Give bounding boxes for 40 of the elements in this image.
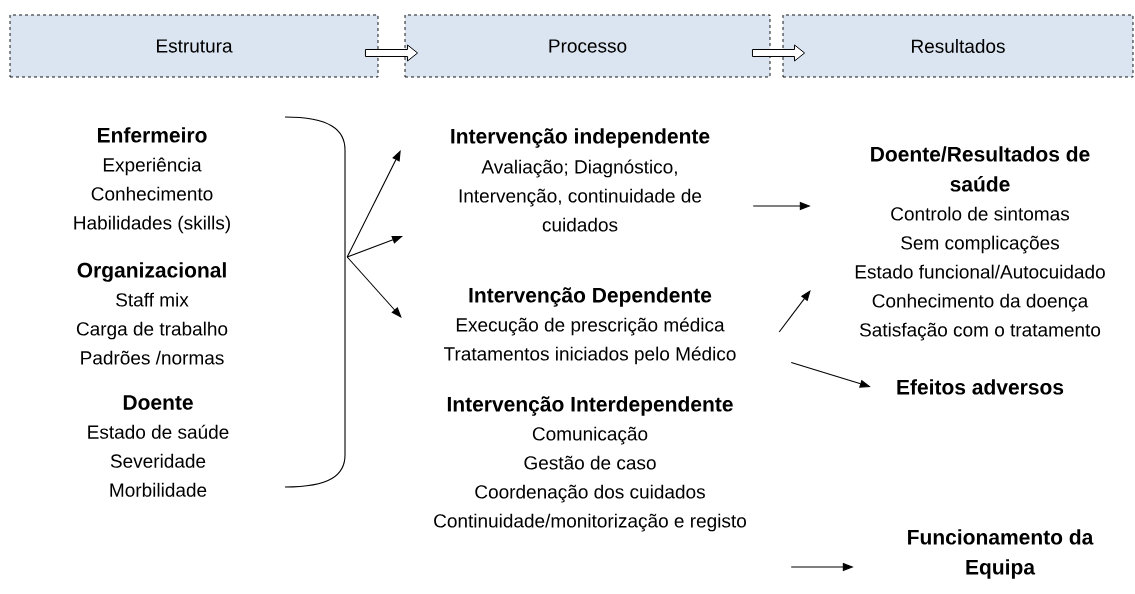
list-item: Staff mix	[116, 292, 189, 307]
stage-box: Estrutura	[9, 14, 379, 78]
arrow	[778, 290, 811, 333]
heading-text: Doente/Resultados de saúde	[871, 146, 1090, 192]
list-item: Tratamentos iniciados pelo Médico	[444, 346, 736, 365]
list-item: Estado de saúde	[88, 424, 229, 439]
heading-text: Funcionamento da Equipa	[908, 529, 1094, 579]
heading-text: Doente	[123, 395, 193, 410]
list-item: Padrões /normas	[81, 350, 224, 365]
list-item: Habilidades (skills)	[74, 215, 230, 234]
block-arrow	[364, 44, 419, 62]
arrow	[346, 256, 402, 318]
list-item: Coordenação dos cuidados	[475, 484, 705, 503]
arrow	[346, 235, 403, 258]
heading-text: Intervenção Dependente	[469, 287, 712, 307]
heading-text: Organizacional	[77, 262, 226, 282]
list-item: Comunicação	[532, 426, 648, 445]
stage-box: Processo	[404, 14, 771, 78]
block-arrow	[751, 44, 806, 62]
list-item: Conhecimento	[91, 186, 213, 201]
list-item: Morbilidade	[110, 482, 207, 497]
list-item: Controlo de sintomas	[891, 206, 1070, 221]
list-item: Estado funcional/Autocuidado	[855, 264, 1105, 279]
list-item: Avaliação; Diagnóstico, Intervenção, continuidade de cuidados	[459, 159, 702, 232]
stage-box: Resultados	[782, 14, 1134, 78]
heading-text: Enfermeiro	[98, 127, 207, 143]
curly-brace	[284, 116, 346, 488]
list-item: Continuidade/monitorização e registo	[434, 513, 746, 532]
list-item: Experiência	[103, 157, 202, 176]
list-item: Sem complicações	[901, 235, 1059, 254]
list-item: Satisfação com o tratamento	[859, 322, 1101, 341]
list-item: Execução de prescrição médica	[456, 317, 725, 336]
list-item: Carga de trabalho	[76, 321, 228, 340]
heading-text: Intervenção independente	[451, 128, 710, 148]
list-item: Severidade	[110, 453, 206, 468]
list-item: Gestão de caso	[524, 455, 656, 470]
heading-text: Intervenção Interdependente	[447, 396, 733, 416]
arrow	[346, 150, 401, 258]
list-item: Conhecimento da doença	[872, 293, 1089, 312]
heading-text: Efeitos adversos	[897, 379, 1064, 395]
